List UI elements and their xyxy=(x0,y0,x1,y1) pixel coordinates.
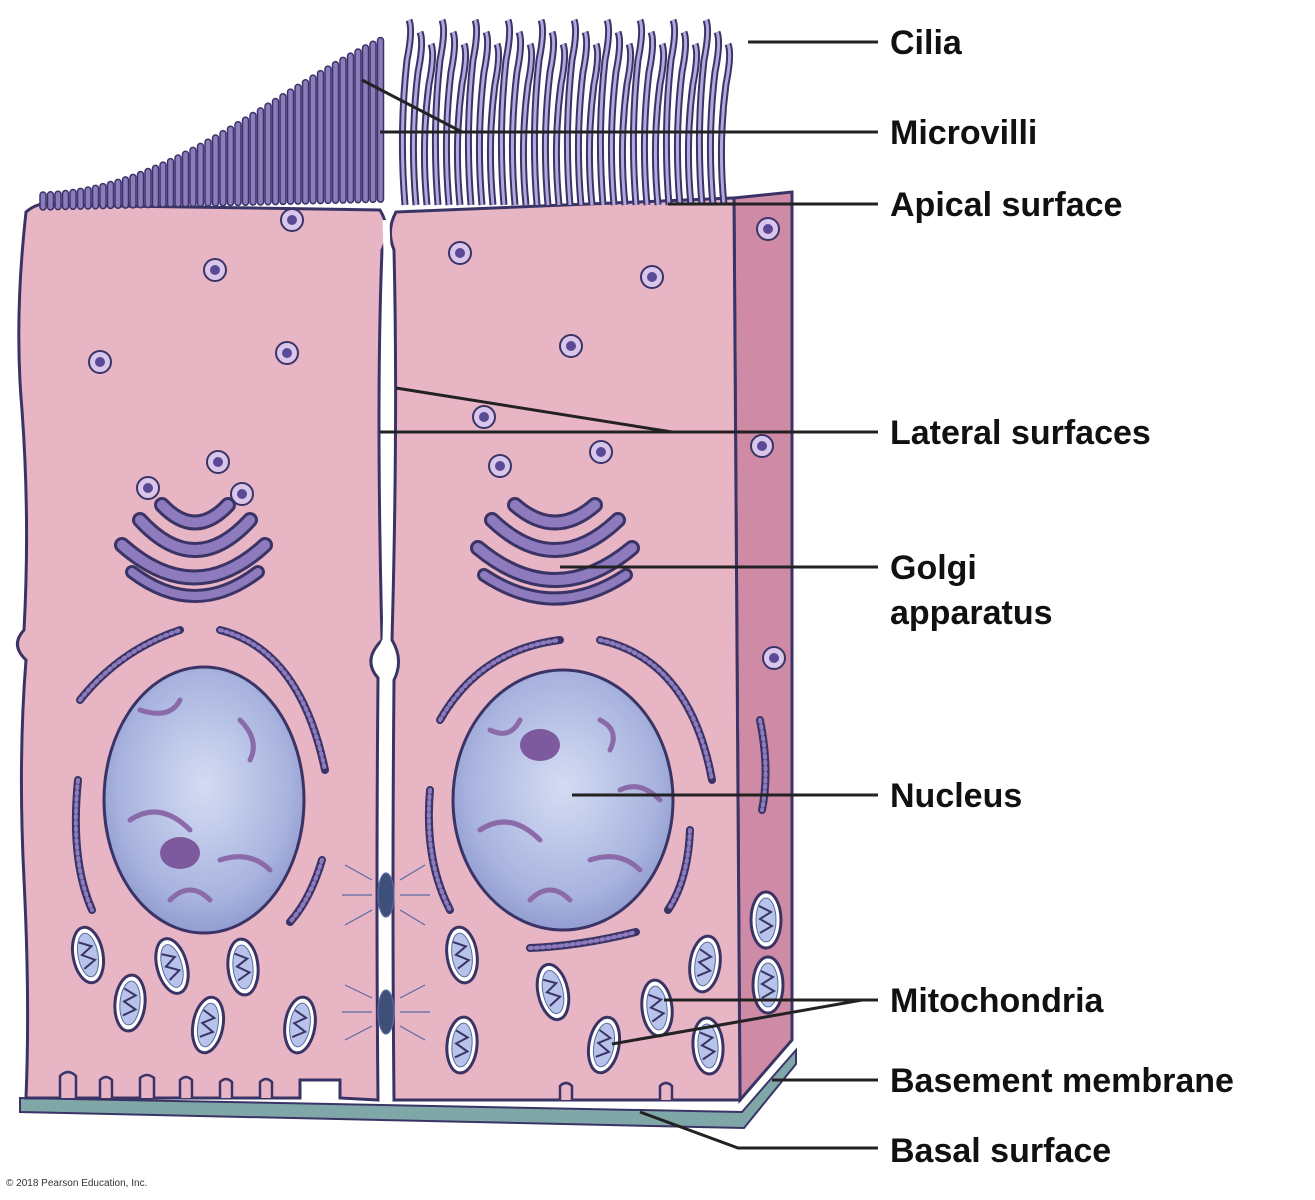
microvillus xyxy=(213,135,219,206)
microvillus xyxy=(235,122,241,206)
microvillus xyxy=(295,84,301,204)
microvillus xyxy=(183,151,189,206)
mitochondrion xyxy=(751,892,781,948)
microvillus xyxy=(363,45,369,202)
microvillus xyxy=(220,131,226,206)
vesicle xyxy=(449,242,471,264)
microvillus xyxy=(153,165,159,207)
label-basement-membrane: Basement membrane xyxy=(890,1062,1234,1100)
microvillus xyxy=(138,172,144,208)
mitochondrion xyxy=(753,957,783,1013)
vesicle xyxy=(641,266,663,288)
microvillus xyxy=(175,155,181,207)
vesicle xyxy=(751,435,773,457)
label-golgi-line2: apparatus xyxy=(890,594,1053,632)
vesicle xyxy=(276,342,298,364)
vesicle xyxy=(473,406,495,428)
microvillus xyxy=(280,94,286,205)
microvillus xyxy=(265,103,271,205)
vesicle xyxy=(137,477,159,499)
vesicle xyxy=(590,441,612,463)
microvillus xyxy=(130,174,136,208)
microvillus xyxy=(48,192,54,210)
label-golgi-line1: Golgi xyxy=(890,549,977,587)
microvillus xyxy=(250,113,256,206)
label-microvilli: Microvilli xyxy=(890,114,1037,152)
label-apical-surface: Apical surface xyxy=(890,186,1122,224)
microvillus xyxy=(70,190,76,210)
label-nucleus: Nucleus xyxy=(890,777,1022,815)
microvillus xyxy=(243,117,249,205)
microvillus xyxy=(55,191,61,209)
nucleus-right xyxy=(453,670,673,930)
microvillus xyxy=(348,53,354,203)
label-lateral-surfaces: Lateral surfaces xyxy=(890,414,1151,452)
cilia-layer xyxy=(402,20,729,205)
microvillus xyxy=(325,66,331,203)
microvillus xyxy=(288,89,294,204)
vesicle xyxy=(560,335,582,357)
microvillus xyxy=(190,147,196,206)
microvillus xyxy=(340,57,346,203)
microvillus xyxy=(258,108,264,205)
microvillus xyxy=(123,177,129,208)
vesicle xyxy=(207,451,229,473)
right-cell xyxy=(390,198,740,1100)
left-cell xyxy=(17,204,386,1100)
microvillus xyxy=(333,62,339,204)
microvillus xyxy=(108,182,114,209)
microvillus xyxy=(378,38,384,203)
microvilli-layer xyxy=(40,38,384,210)
microvillus xyxy=(93,185,99,208)
microvillus xyxy=(318,71,324,204)
vesicle xyxy=(281,209,303,231)
microvillus xyxy=(355,49,361,203)
vesicle xyxy=(757,218,779,240)
microvillus xyxy=(160,162,166,207)
vesicle xyxy=(89,351,111,373)
microvillus xyxy=(228,126,234,205)
microvillus xyxy=(145,169,151,208)
label-basal-surface: Basal surface xyxy=(890,1132,1111,1170)
microvillus xyxy=(78,188,84,209)
nucleus-left xyxy=(104,667,304,933)
vesicle xyxy=(763,647,785,669)
microvillus xyxy=(100,184,106,209)
label-mitochondria: Mitochondria xyxy=(890,982,1105,1020)
microvillus xyxy=(168,159,174,207)
vesicle xyxy=(204,259,226,281)
lateral-gap xyxy=(380,220,389,1102)
microvillus xyxy=(40,192,46,210)
microvillus xyxy=(273,98,279,204)
microvillus xyxy=(115,179,121,208)
microvillus xyxy=(63,190,69,209)
microvillus xyxy=(85,187,91,209)
microvillus xyxy=(205,139,211,206)
microvillus xyxy=(370,41,376,202)
vesicle xyxy=(489,455,511,477)
label-cilia: Cilia xyxy=(890,24,963,62)
microvillus xyxy=(198,143,204,206)
microvillus xyxy=(303,80,309,204)
microvillus xyxy=(310,75,316,204)
copyright-notice: © 2018 Pearson Education, Inc. xyxy=(6,1178,147,1189)
